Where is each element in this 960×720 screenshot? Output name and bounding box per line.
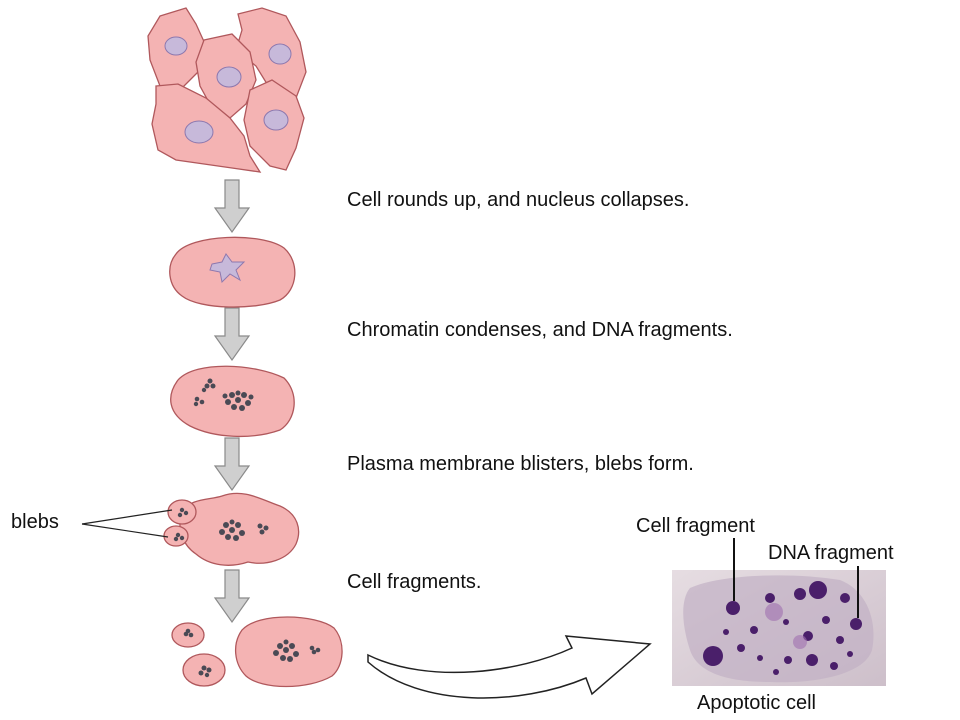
step3-label: Plasma membrane blisters, blebs form. [347, 453, 694, 475]
down-arrow-3 [213, 437, 251, 492]
fragment-chromatin [183, 628, 321, 678]
step2-label: Chromatin condenses, and DNA fragments. [347, 319, 733, 341]
cell-fragments [171, 616, 343, 688]
blebbing-cell [163, 492, 300, 566]
rounded-cell [169, 236, 296, 308]
chromatin-cluster [193, 378, 254, 411]
step4-label: Cell fragments. [347, 571, 482, 593]
condensed-chromatin-cell [170, 365, 295, 438]
arrow-to-micrograph [367, 635, 652, 699]
apoptotic-cell-label: Apoptotic cell [697, 692, 816, 714]
normal-cell-cluster [147, 7, 307, 173]
down-arrow-4 [213, 569, 251, 624]
down-arrow-2 [213, 307, 251, 362]
cell-fragment-label: Cell fragment [636, 515, 755, 537]
down-arrow-1 [213, 179, 251, 234]
dna-fragment-label: DNA fragment [768, 542, 894, 564]
blebs-pointer-lines [81, 509, 173, 538]
apoptotic-cell-micrograph [672, 538, 886, 686]
blebs-label: blebs [11, 511, 59, 533]
chromatin-cluster-blebbing [173, 507, 269, 542]
step1-label: Cell rounds up, and nucleus collapses. [347, 189, 690, 211]
